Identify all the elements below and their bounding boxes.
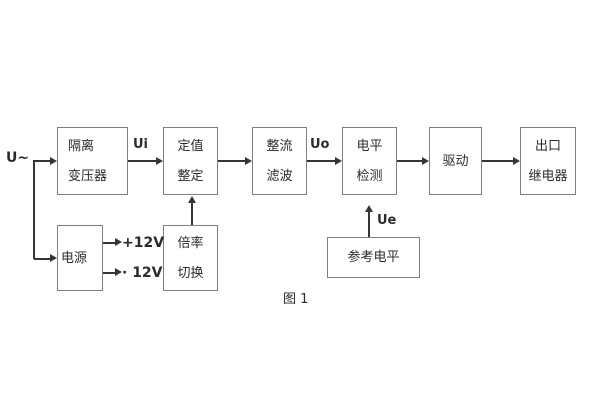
block-level-detect-line2: 检测 [356,168,383,184]
arrow-minus12-line [103,272,115,274]
arrow-drive-to-relay-line [482,160,513,162]
block-drive: 驱动 [429,127,482,195]
block-power-supply-line1: 电源 [61,250,88,266]
block-isolation-transformer: 隔离 变压器 [57,127,128,195]
arrow-setting-to-rectifier-line [218,160,245,162]
arrow-ue-line [368,212,370,237]
block-output-relay-line1: 出口 [534,138,561,154]
block-level-detect: 电平 检测 [342,127,397,195]
arrow-ue-head-icon [365,205,373,212]
block-reference-level-line1: 参考电平 [347,250,400,265]
rail-plus12-label: +12V [122,235,165,251]
arrow-minus12-head-icon [115,268,122,276]
arrow-ratio-up-line [191,203,193,225]
block-output-relay: 出口 继电器 [520,127,576,195]
arrow-setting-to-rectifier-head-icon [245,157,252,165]
block-ratio-switch-line2: 切换 [177,265,204,281]
arrow-drive-to-relay-head-icon [513,157,520,165]
block-setting-adjust-line2: 整定 [177,168,204,184]
block-ratio-switch: 倍率 切换 [163,225,218,291]
arrow-uo-line [307,160,335,162]
block-rectifier-filter-line2: 滤波 [266,168,293,184]
block-drive-line1: 驱动 [442,153,469,169]
figure-caption: 图 1 [283,292,309,307]
block-output-relay-line2: 继电器 [528,168,568,184]
block-setting-adjust: 定值 整定 [163,127,218,195]
arrow-uo-head-icon [335,157,342,165]
arrow-to-power-head-icon [50,254,57,262]
input-signal-label: U~ [6,150,30,166]
block-isolation-transformer-line2: 变压器 [68,168,108,184]
arrow-ui-head-icon [156,157,163,165]
arrow-detect-to-drive-line [397,160,422,162]
arrow-ui-line [128,160,156,162]
arrow-to-power-line [34,258,50,260]
arrow-ratio-up-head-icon [188,196,196,203]
block-isolation-transformer-line1: 隔离 [68,138,95,154]
branch-to-power-line [33,160,35,259]
block-setting-adjust-line1: 定值 [177,138,204,154]
arrow-input-head-icon [50,157,57,165]
signal-ue-label: Ue [377,213,397,228]
arrow-detect-to-drive-head-icon [422,157,429,165]
signal-ui-label: Ui [133,137,149,152]
block-reference-level: 参考电平 [327,237,420,278]
arrow-input-line [33,160,50,162]
block-ratio-switch-line1: 倍率 [177,235,204,251]
arrow-plus12-line [103,242,115,244]
rail-minus12-label: · 12V [122,265,163,281]
block-power-supply: 电源 [57,225,103,291]
arrow-plus12-head-icon [115,238,122,246]
block-rectifier-filter-line1: 整流 [266,138,293,154]
block-rectifier-filter: 整流 滤波 [252,127,307,195]
block-level-detect-line1: 电平 [356,138,383,154]
signal-uo-label: Uo [310,137,330,152]
